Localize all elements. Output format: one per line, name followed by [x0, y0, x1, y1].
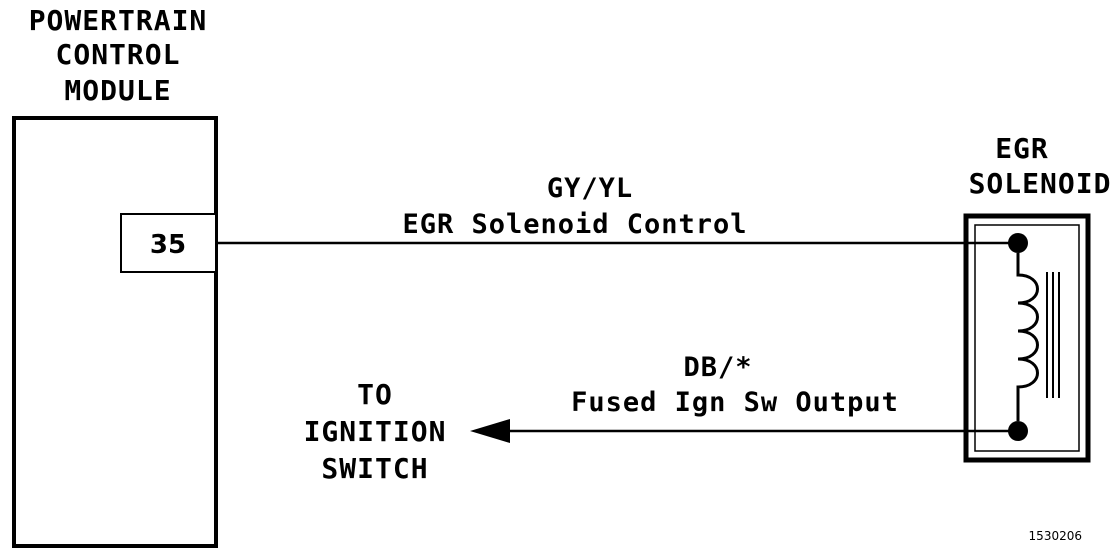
egr-solenoid-coil: [1016, 253, 1039, 421]
control-wire-color-code: GY/YL: [547, 173, 633, 204]
pcm-title-line-3: MODULE: [64, 74, 171, 107]
pcm-box: [12, 116, 218, 548]
destination-line-3: SWITCH: [321, 452, 428, 485]
pcm-pin-box: [120, 213, 217, 273]
egr-solenoid-title-line-1: EGR: [995, 132, 1049, 165]
control-wire-circuit-name: EGR Solenoid Control: [402, 209, 747, 240]
pcm-title: POWERTRAIN CONTROL MODULE: [29, 4, 208, 107]
egr-solenoid-terminal-top: [1008, 233, 1028, 253]
ignition-wire-color-code: DB/*: [683, 352, 752, 383]
pcm-title-line-1: POWERTRAIN: [29, 4, 208, 37]
figure-id: 1530206: [1029, 529, 1082, 543]
pcm-title-line-2: CONTROL: [55, 38, 180, 71]
egr-solenoid-title-line-2: SOLENOID: [969, 167, 1112, 200]
egr-solenoid-box-outer: [963, 213, 1091, 463]
ignition-wire-arrow: [470, 419, 510, 443]
ignition-switch-destination: TO IGNITION SWITCH: [304, 378, 447, 485]
pcm-pin-number: 35: [150, 230, 186, 260]
egr-solenoid-box-inner: [974, 224, 1080, 452]
ignition-wire-circuit-name: Fused Ign Sw Output: [571, 387, 899, 418]
egr-solenoid-core: [1046, 272, 1060, 398]
destination-line-2: IGNITION: [304, 415, 447, 448]
destination-line-1: TO: [357, 378, 393, 411]
egr-solenoid-terminal-bottom: [1008, 421, 1028, 441]
